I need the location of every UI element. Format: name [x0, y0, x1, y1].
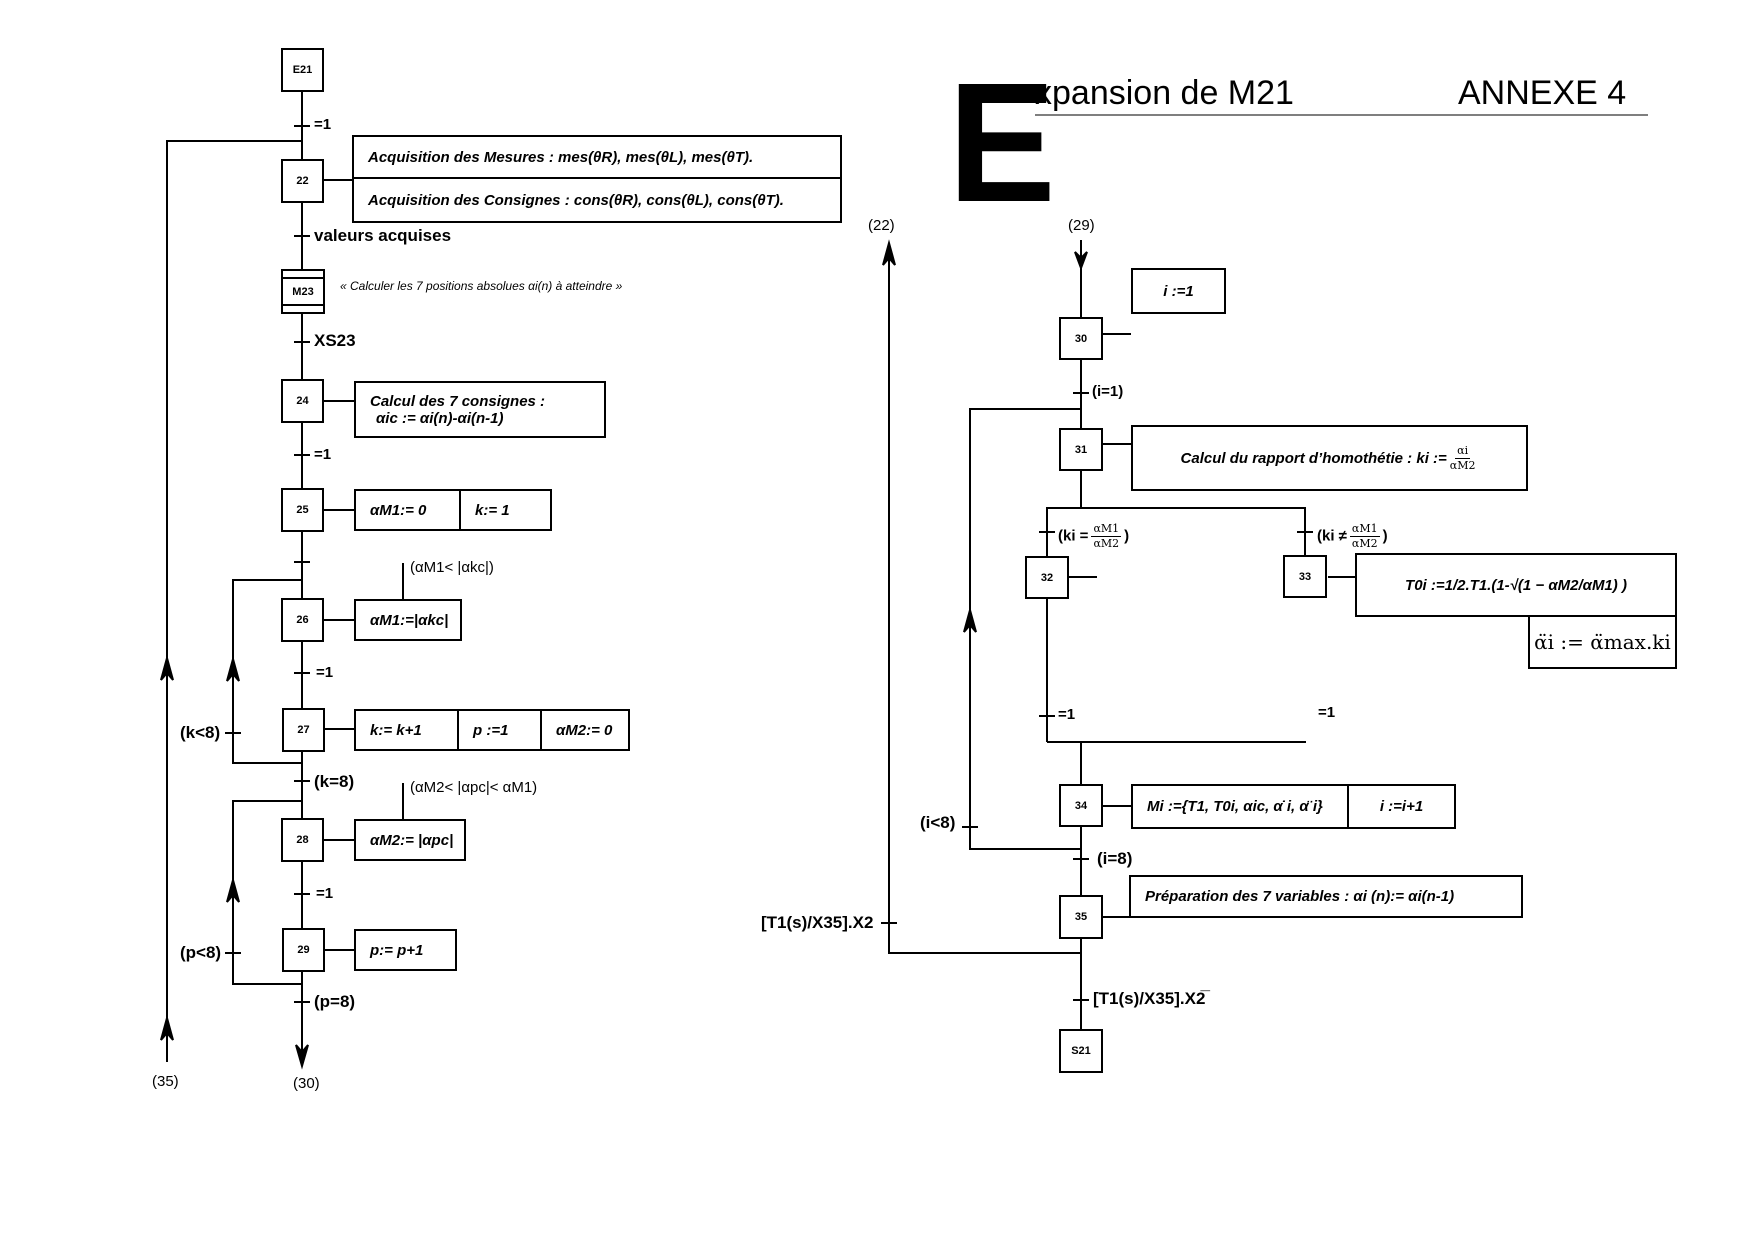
step-32[interactable]: 32	[1025, 556, 1069, 599]
action-t0i: T0i :=1/2.T1.(1-√(1 − αM2/αM1) )	[1355, 553, 1677, 617]
transition-33[interactable]: =1	[1318, 704, 1336, 721]
step-e21[interactable]: E21	[281, 48, 324, 92]
loop-to-22	[888, 252, 1081, 954]
arrow-down-icon	[295, 1044, 309, 1070]
annex-label: ANNEXE 4	[1458, 74, 1627, 112]
action-alpha-m2-assign: αM2:= |αpc|	[354, 819, 466, 861]
condition-alpha-m1-lt: (αM1< |αkc|)	[410, 559, 494, 576]
arrow-down-icon	[1074, 251, 1088, 271]
step-35[interactable]: 35	[1059, 895, 1103, 939]
transition-p-eq-8[interactable]: (p=8)	[314, 992, 356, 1011]
action-acquisition-mesures: Acquisition des Mesures : mes(θR), mes(θ…	[352, 135, 842, 179]
action-calcul-homothetie: Calcul du rapport d’homothétie : ki := α…	[1131, 425, 1528, 491]
step-31[interactable]: 31	[1059, 428, 1103, 471]
transition-xs23[interactable]: XS23	[314, 331, 356, 350]
ref-22[interactable]: (22)	[868, 217, 895, 234]
action-k-increment: k:= k+1	[354, 709, 459, 751]
page-title: xpansion de M21	[1035, 74, 1294, 112]
action-alpha-m1-assign: αM1:=|αkc|	[354, 599, 462, 641]
action-i-init: i :=1	[1131, 268, 1226, 314]
arrow-up-icon	[160, 654, 174, 681]
step-26[interactable]: 26	[281, 598, 324, 642]
step-24[interactable]: 24	[281, 379, 324, 423]
step-s21[interactable]: S21	[1059, 1029, 1103, 1073]
arrow-up-icon	[963, 606, 977, 633]
step-34[interactable]: 34	[1059, 784, 1103, 827]
step-28[interactable]: 28	[281, 818, 324, 862]
transition-28[interactable]: =1	[316, 885, 334, 902]
transition-t1-x2-bar[interactable]: [T1(s)/X35].X2̅	[1093, 989, 1206, 1008]
action-p-init: p :=1	[457, 709, 542, 751]
drop-cap: E	[948, 48, 1056, 238]
action-mi-set: Mi :={T1, T0i, αic, α̇ i, α̈ i}	[1131, 784, 1349, 829]
ref-29[interactable]: (29)	[1068, 217, 1095, 234]
step-27[interactable]: 27	[282, 708, 325, 752]
action-p-increment: p:= p+1	[354, 929, 457, 971]
condition-alpha-m2-range: (αM2< |αpc|< αM1)	[410, 779, 538, 796]
loop-i	[969, 408, 1081, 850]
action-acquisition-consignes: Acquisition des Consignes : cons(θR), co…	[352, 177, 842, 223]
transition-valeurs-acquises[interactable]: valeurs acquises	[314, 226, 452, 245]
transition-t1-x2[interactable]: [T1(s)/X35].X2	[761, 913, 874, 932]
macro-step-m23[interactable]: M23	[281, 269, 325, 314]
action-calcul-consignes: Calcul des 7 consignes : αic := αi(n)-αi…	[354, 381, 606, 438]
action-alpha-m1-zero: αM1:= 0	[354, 489, 461, 531]
ref-30[interactable]: (30)	[293, 1075, 320, 1092]
step-33[interactable]: 33	[1283, 555, 1327, 598]
step-30[interactable]: 30	[1059, 317, 1103, 360]
transition-i-eq-8[interactable]: (i=8)	[1097, 849, 1133, 868]
loop-35	[166, 140, 302, 1062]
transition-k-lt-8[interactable]: (k<8)	[180, 723, 221, 742]
arrow-up-icon	[226, 876, 240, 903]
ref-35[interactable]: (35)	[152, 1073, 179, 1090]
action-alpha-m2-zero: αM2:= 0	[540, 709, 630, 751]
transition-24[interactable]: =1	[314, 446, 332, 463]
action-i-increment: i :=i+1	[1347, 784, 1456, 829]
transition-26[interactable]: =1	[316, 664, 334, 681]
transition-i-lt-8[interactable]: (i<8)	[920, 813, 956, 832]
action-acceleration: α̈i := α̈max.ki	[1528, 615, 1677, 669]
transition-i-eq-1[interactable]: (i=1)	[1092, 383, 1124, 400]
action-preparation-variables: Préparation des 7 variables : αi (n):= α…	[1129, 875, 1523, 918]
m23-description: « Calculer les 7 positions absolues αi(n…	[340, 279, 623, 293]
transition-k-eq-8[interactable]: (k=8)	[314, 772, 355, 791]
step-29[interactable]: 29	[282, 928, 325, 972]
transition-e21[interactable]: =1	[314, 116, 332, 133]
step-22[interactable]: 22	[281, 159, 324, 203]
action-k-init: k:= 1	[459, 489, 552, 531]
arrow-up-icon	[882, 239, 896, 266]
arrow-up-icon	[226, 655, 240, 682]
arrow-up-icon	[160, 1014, 174, 1041]
transition-32[interactable]: =1	[1058, 706, 1076, 723]
transition-p-lt-8[interactable]: (p<8)	[180, 943, 222, 962]
step-25[interactable]: 25	[281, 488, 324, 532]
